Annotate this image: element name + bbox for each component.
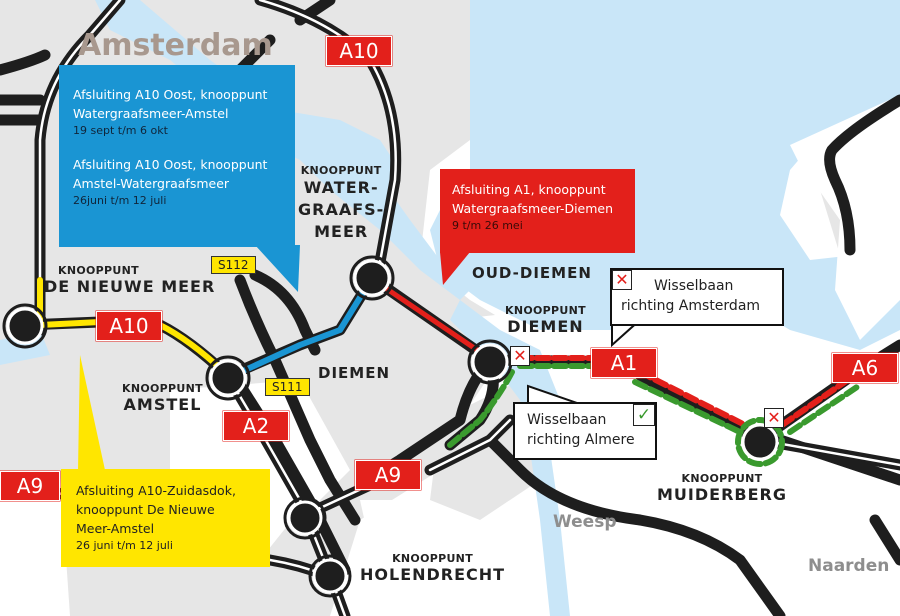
callout-a10-oost-closures: Afsluiting A10 Oost, knooppunt Watergraa…	[59, 65, 295, 247]
node-holendrecht	[312, 558, 348, 594]
closed-x-icon-muiderberg: ✕	[764, 408, 784, 428]
shield-a1: A1	[591, 348, 657, 378]
node-muiderberg	[741, 423, 779, 461]
node-diemen	[471, 343, 509, 381]
wisselbaan-almere-box: ✓ Wisselbaan richting Almere	[513, 402, 657, 460]
closed-x-icon-diemen: ✕	[510, 346, 530, 366]
shield-a6: A6	[832, 353, 898, 383]
callout-a1-closure: Afsluiting A1, knooppunt Watergraafsmeer…	[440, 169, 635, 253]
wisselbaan-amsterdam-box: ✕ Wisselbaan richting Amsterdam	[610, 268, 784, 326]
shield-a10-west: A10	[96, 311, 162, 341]
node-holendrecht-north	[287, 500, 323, 536]
check-icon: ✓	[633, 404, 655, 426]
junction-label-holendrecht: KNOOPPUNT HOLENDRECHT	[360, 552, 506, 584]
junction-label-watergraafsmeer: KNOOPPUNT WATER- GRAAFS- MEER	[298, 164, 385, 241]
node-de-nieuwe-meer	[6, 307, 44, 345]
shield-s112: S112	[211, 256, 256, 274]
city-label-amsterdam: Amsterdam	[78, 28, 273, 63]
shield-a10-north: A10	[326, 36, 392, 66]
junction-label-muiderberg: KNOOPPUNT MUIDERBERG	[657, 472, 787, 504]
closed-x-icon: ✕	[612, 270, 632, 290]
town-label-naarden: Naarden	[808, 556, 890, 576]
red-callout-tail	[440, 252, 470, 285]
place-label-oud-diemen: OUD-DIEMEN	[472, 264, 592, 282]
callout-a10-zuidasdok-closure: Afsluiting A10-Zuidasdok, knooppunt De N…	[61, 469, 270, 567]
junction-label-diemen: KNOOPPUNT DIEMEN	[505, 304, 586, 336]
junction-nodes	[6, 259, 779, 594]
node-amstel	[209, 359, 247, 397]
town-label-weesp: Weesp	[553, 512, 617, 532]
blue-callout-tail	[255, 245, 300, 292]
yellow-callout-tail	[78, 355, 105, 470]
junction-label-amstel: KNOOPPUNT AMSTEL	[122, 382, 203, 414]
shield-a9-west: A9	[0, 471, 60, 501]
shield-a9-east: A9	[355, 460, 421, 490]
junction-label-de-nieuwe-meer: KNOOPPUNT DE NIEUWE MEER	[44, 264, 216, 296]
place-label-diemen: DIEMEN	[318, 364, 391, 382]
shield-a2: A2	[223, 411, 289, 441]
shield-s111: S111	[265, 378, 310, 396]
node-watergraafsmeer	[353, 259, 391, 297]
